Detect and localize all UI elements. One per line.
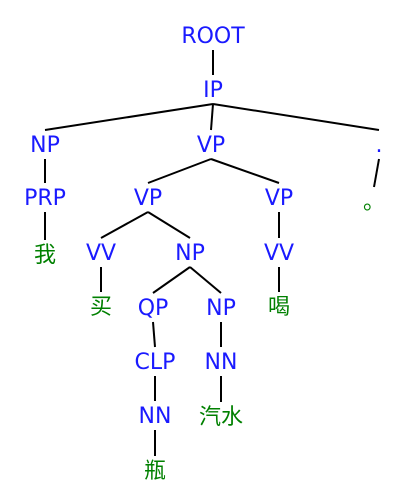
tree-edge-np2-qp: [152, 266, 191, 294]
word-w-mai: 买: [90, 295, 112, 320]
tag-prp: PRP: [24, 186, 66, 211]
tag-qp: QP: [138, 296, 169, 321]
tree-edge-qp-clp: [152, 321, 156, 348]
tree-edge-vp2-vv1: [100, 211, 149, 239]
tag-np1: NP: [30, 133, 60, 158]
tree-edge-vp1-vp2: [147, 158, 212, 184]
tag-vv1: VV: [86, 241, 116, 266]
tag-pu: .: [376, 133, 383, 158]
tree-edge-pu-w-period: [373, 158, 380, 188]
tag-clp: CLP: [135, 350, 176, 375]
tag-vp1: VP: [197, 133, 225, 158]
tree-edge-ip-pu: [212, 103, 380, 131]
tree-edge-ip-np1: [44, 103, 214, 131]
tree-edge-np2-np3: [189, 266, 222, 294]
tag-ip: IP: [203, 78, 223, 103]
tree-edge-vp1-vp3: [210, 158, 280, 184]
word-w-wo: 我: [34, 243, 56, 268]
tree-edge-ip-vp1: [210, 103, 214, 131]
word-w-qishui: 汽水: [199, 405, 243, 430]
tag-root: ROOT: [181, 24, 245, 49]
tag-np3: NP: [206, 296, 236, 321]
tag-vv2: VV: [264, 241, 294, 266]
tag-nn2: NN: [205, 350, 238, 375]
tree-edge-vp2-np2: [147, 211, 191, 239]
word-w-he: 喝: [268, 295, 290, 320]
tag-vp3: VP: [265, 186, 293, 211]
word-w-period: 。: [363, 190, 385, 215]
word-w-ping: 瓶: [144, 459, 166, 484]
tag-nn1: NN: [139, 404, 172, 429]
tag-vp2: VP: [134, 186, 162, 211]
tag-np2: NP: [175, 241, 205, 266]
